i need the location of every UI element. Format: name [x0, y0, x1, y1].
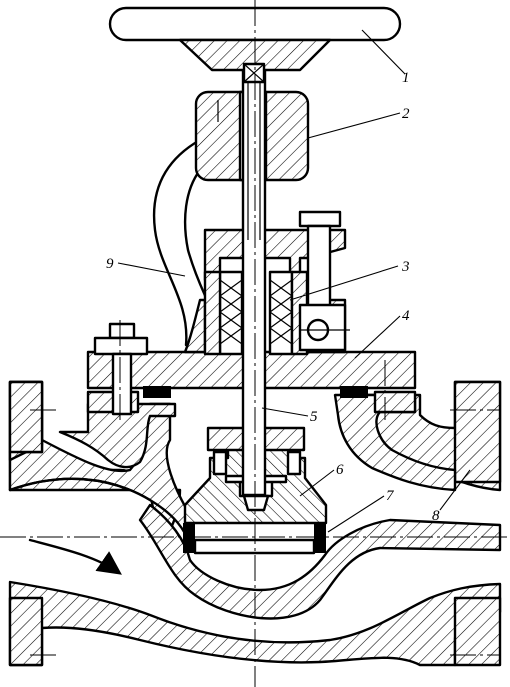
- disc-right-pin: [286, 450, 302, 476]
- callout-8: 8: [432, 508, 440, 524]
- leader-3: [289, 265, 399, 301]
- swing-bolt: [298, 210, 350, 352]
- seat-ring-left: [183, 523, 195, 553]
- swing-bolt-shank: [306, 224, 332, 308]
- swing-bolt-nut: [298, 210, 342, 228]
- flow-arrow: [28, 538, 122, 575]
- leader-6: [299, 469, 335, 497]
- bonnet-bolt-left: [93, 322, 149, 416]
- yoke-arm-inner: [183, 168, 209, 302]
- callout-6: 6: [336, 462, 344, 478]
- left-flange-bottom-block: [8, 596, 44, 667]
- disc-nut: [242, 494, 270, 512]
- packing-rings-left: [219, 279, 243, 345]
- body-flow-divider: [138, 503, 502, 620]
- callout-9: 9: [106, 256, 114, 272]
- seat-ring: [183, 523, 326, 555]
- gasket-left: [143, 386, 171, 398]
- bolt-nut-top: [108, 322, 136, 340]
- leader-7: [327, 495, 385, 533]
- leader-4: [354, 315, 401, 359]
- left-flange-top-block: [8, 380, 44, 454]
- right-flange-bottom: [453, 596, 502, 667]
- callout-2: 2: [402, 106, 410, 122]
- leader-8: [439, 469, 471, 511]
- yoke-arm: [152, 138, 202, 347]
- callout-3: 3: [401, 259, 410, 275]
- packing-box-left: [203, 270, 222, 356]
- leader-9: [117, 262, 186, 277]
- stem: [241, 58, 267, 497]
- seat-ring-right: [314, 523, 326, 553]
- flow-channel-outline: [8, 477, 152, 502]
- leader-1: [361, 29, 406, 75]
- packing-rings-right: [269, 279, 293, 345]
- right-flange-top: [453, 380, 502, 484]
- disc-left-pin: [212, 450, 228, 476]
- gasket-right: [340, 386, 368, 398]
- leader-5: [261, 407, 309, 417]
- callout-7: 7: [386, 488, 395, 504]
- callout-5: 5: [310, 409, 318, 425]
- callout-4: 4: [402, 308, 410, 324]
- callout-labels: 1 2 3 4 5 6 7 8 9: [106, 70, 440, 524]
- bolt-nut: [93, 336, 149, 356]
- body-neck-left: [58, 402, 177, 469]
- callout-1: 1: [402, 70, 410, 86]
- bolt-shank: [111, 352, 133, 416]
- body-neck-right: [333, 393, 457, 492]
- bolt-flange-right: [373, 390, 417, 414]
- leader-2: [307, 112, 401, 139]
- leader-lines: [117, 29, 471, 533]
- stem-shaft: [241, 58, 267, 497]
- bonnet-neck-left: [183, 298, 207, 354]
